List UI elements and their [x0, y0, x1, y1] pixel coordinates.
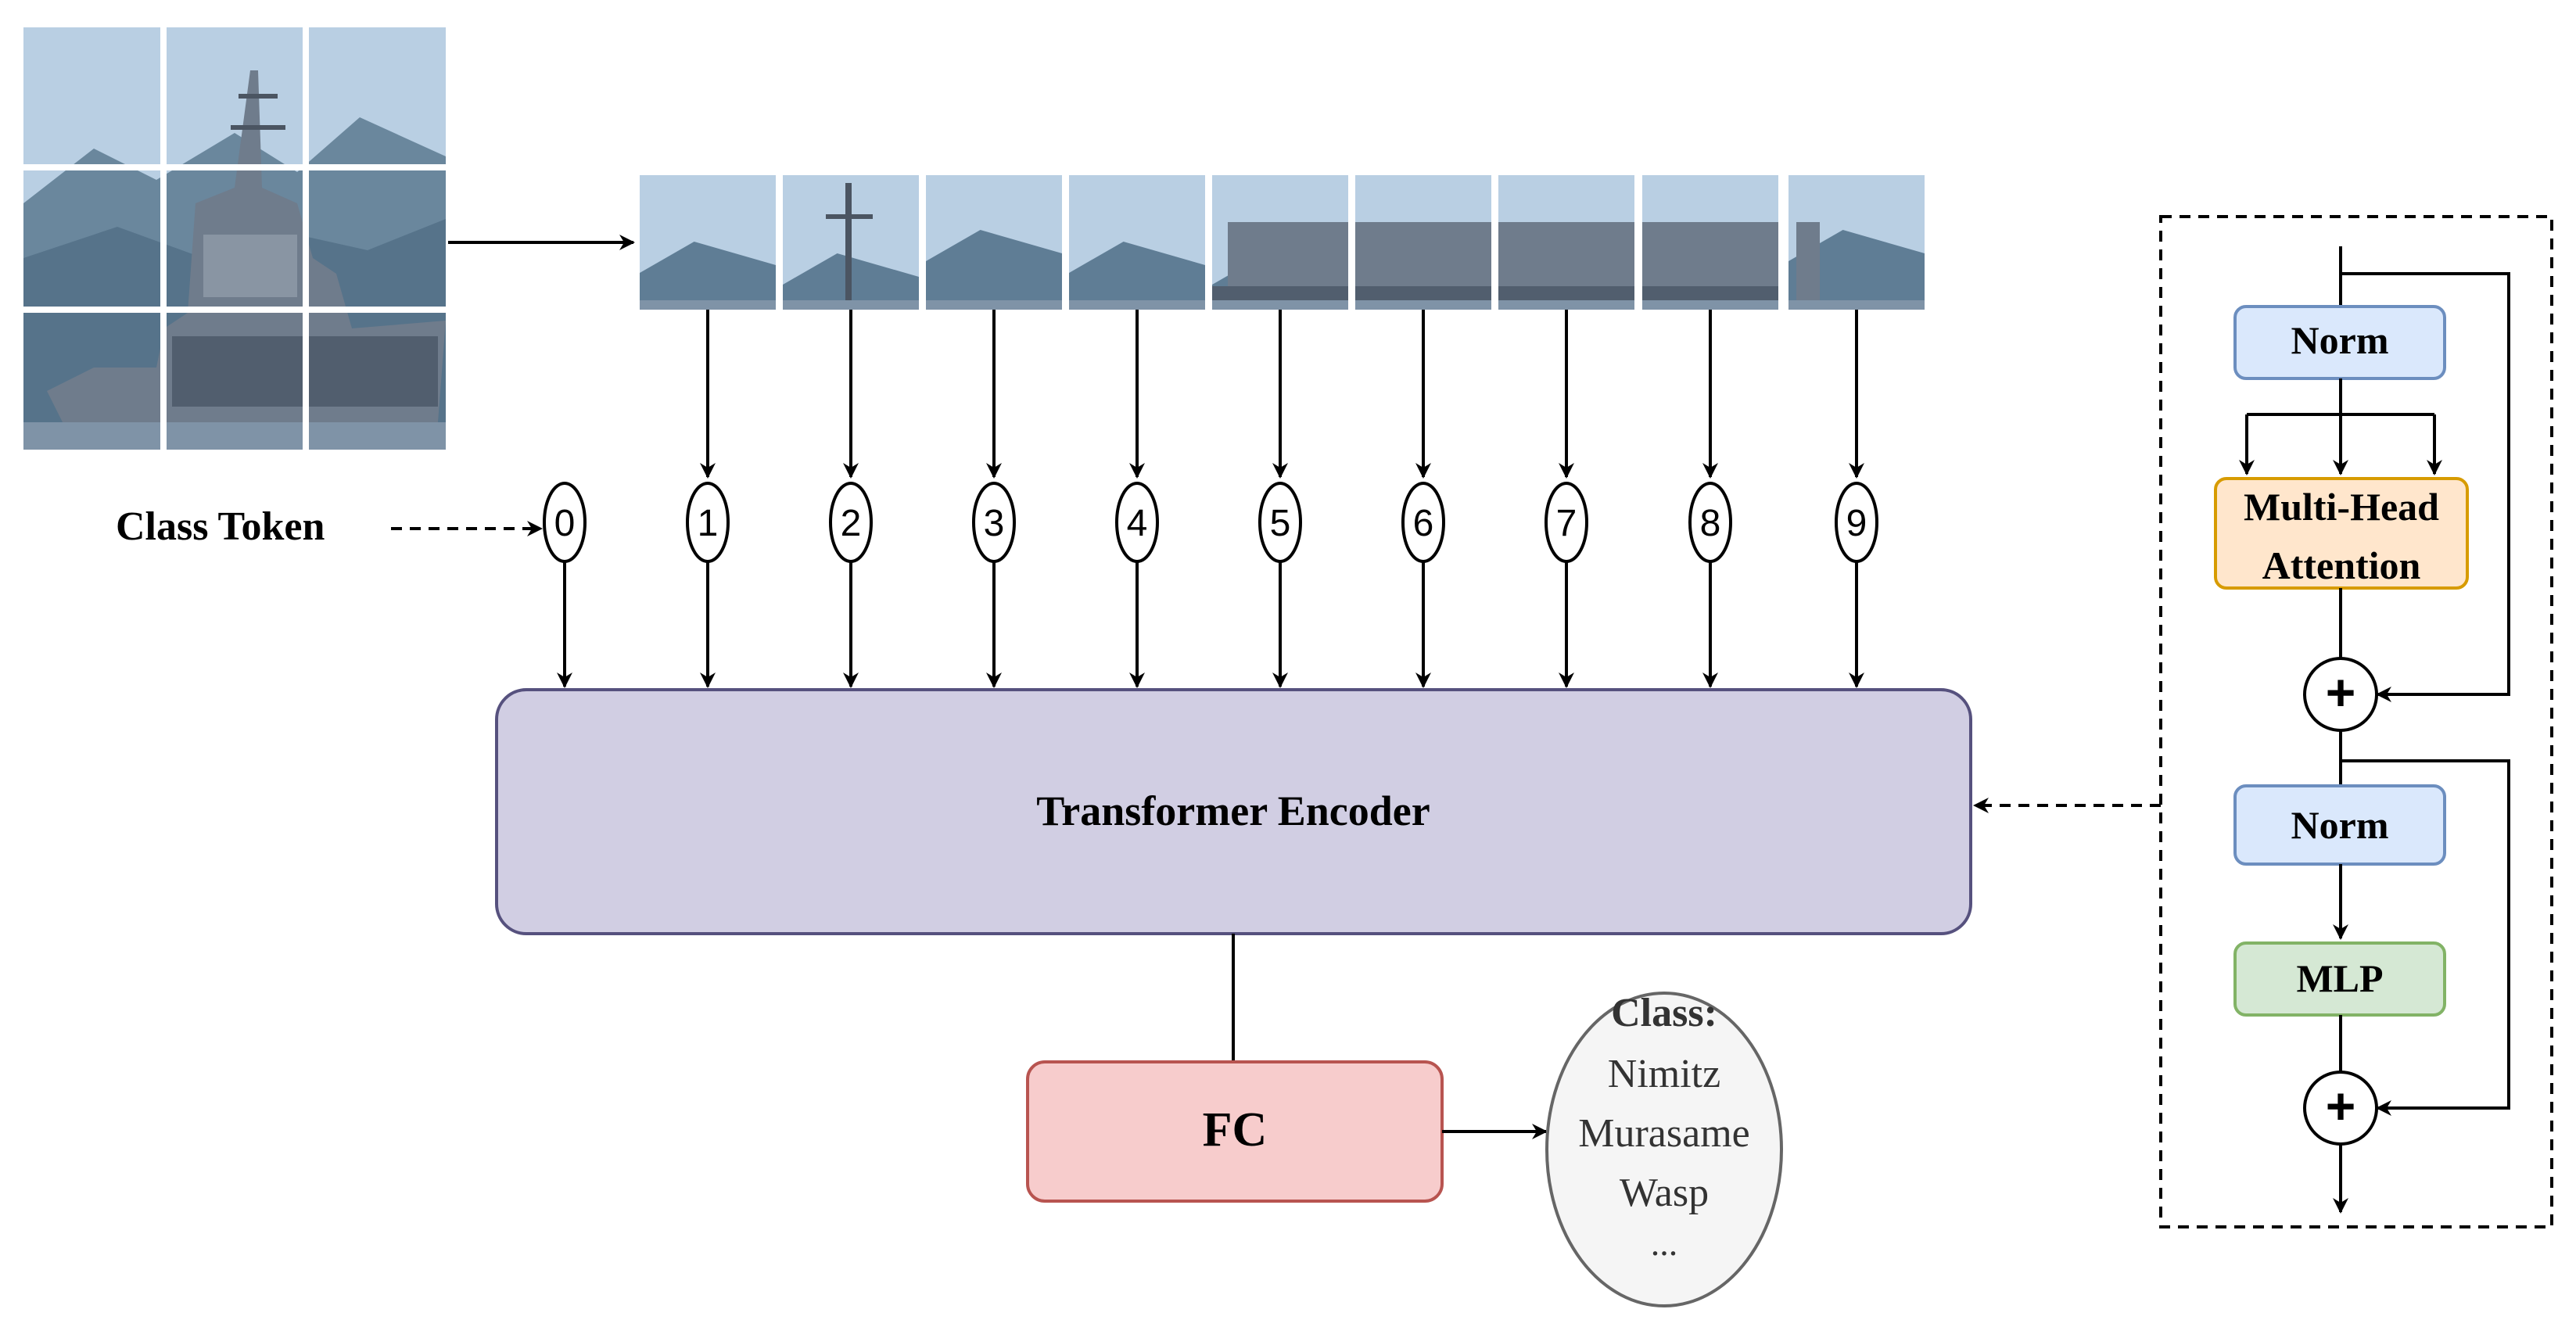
position-token-label: 0	[554, 503, 576, 544]
position-token-label: 9	[1846, 503, 1867, 544]
encoder-block-border	[2159, 215, 2553, 1228]
position-token-label: 6	[1413, 503, 1434, 544]
output-class-item: Wasp	[1620, 1171, 1709, 1215]
image-patch	[1212, 175, 1348, 310]
output-class-heading: Class:	[1611, 991, 1717, 1035]
image-patch	[640, 175, 776, 310]
image-patch	[1498, 175, 1634, 310]
residual-connection-1	[2341, 272, 2510, 702]
encoder-block-detail: Norm Multi-Head Attention + Norm MLP +	[1973, 215, 2553, 1228]
patch-arrows	[700, 310, 1864, 479]
position-token-label: 2	[841, 503, 862, 544]
add-symbol-1: +	[2326, 663, 2356, 721]
fc-label: FC	[1203, 1103, 1268, 1157]
position-token-label: 1	[698, 503, 719, 544]
norm-label-1: Norm	[2291, 318, 2389, 362]
position-token-label: 8	[1700, 503, 1721, 544]
image-patch	[926, 175, 1062, 310]
add-symbol-2: +	[2326, 1077, 2356, 1135]
class-token-label: Class Token	[116, 504, 325, 549]
image-patch	[1642, 175, 1778, 310]
position-token-label: 3	[984, 503, 1005, 544]
image-patch	[1069, 175, 1205, 310]
residual-connection-2	[2341, 759, 2510, 1116]
input-image	[23, 27, 446, 450]
mlp-label: MLP	[2296, 956, 2383, 1000]
attention-label-line2: Attention	[2262, 543, 2421, 587]
attention-label-line1: Multi-Head	[2244, 485, 2439, 529]
output-class-ellipsis: ...	[1651, 1223, 1678, 1263]
output-class-item: Murasame	[1578, 1111, 1749, 1156]
image-patch	[1788, 175, 1925, 310]
patch-sequence	[640, 175, 1925, 310]
position-token-label: 5	[1270, 503, 1291, 544]
position-tokens: 0 1 2 3 4 5 6 7 8 9	[543, 482, 1878, 563]
transformer-encoder-label: Transformer Encoder	[1036, 787, 1430, 834]
token-to-encoder-arrows	[557, 561, 1864, 688]
image-patch	[783, 175, 919, 310]
image-patch	[1355, 175, 1491, 310]
position-token-label: 7	[1556, 503, 1577, 544]
norm-label-2: Norm	[2291, 803, 2389, 847]
output-class-ellipse	[1545, 992, 1783, 1307]
position-token-label: 4	[1127, 503, 1148, 544]
output-class-item: Nimitz	[1608, 1052, 1720, 1096]
